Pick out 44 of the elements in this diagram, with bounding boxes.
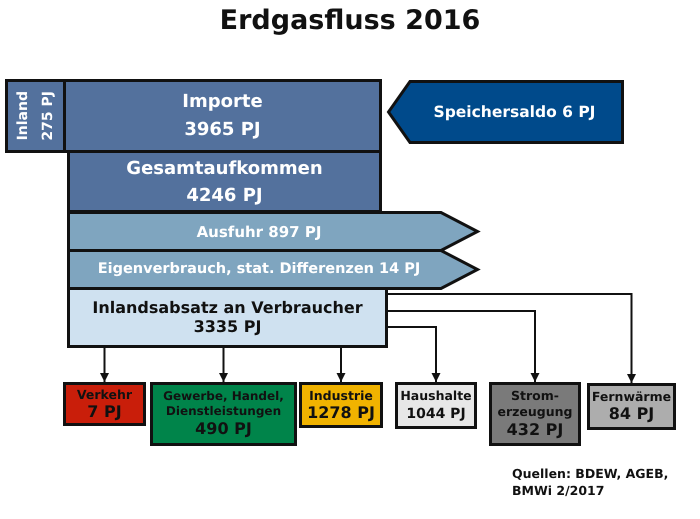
- flow-box: [63, 79, 382, 153]
- arrow: [219, 348, 228, 382]
- category-label: Gesamtaufkommen: [126, 156, 323, 180]
- category-label: Strom- erzeugung: [496, 388, 574, 420]
- arrow: [388, 310, 540, 382]
- value-label: 3335 PJ: [194, 318, 262, 336]
- value-label: 7 PJ: [87, 402, 122, 422]
- arrow-banner: [387, 80, 624, 144]
- flow-box: [67, 287, 388, 348]
- value-label: 1278 PJ: [307, 402, 375, 422]
- value-label: 4246 PJ: [186, 184, 263, 208]
- category-label: Inlandsabsatz an Verbraucher: [92, 299, 363, 318]
- category-label: Fernwärme: [592, 388, 672, 404]
- category-label: Haushalte: [400, 388, 472, 405]
- arrow-banner: [67, 211, 479, 252]
- category-box: [299, 382, 383, 428]
- flow-label: Ausfuhr 897 PJ: [196, 222, 322, 240]
- category-label: Importe: [182, 90, 263, 114]
- value-label: 3965 PJ: [184, 118, 261, 142]
- category-box: [395, 382, 477, 429]
- value-label: 1044 PJ: [406, 404, 466, 423]
- flow-box: [67, 150, 382, 213]
- flow-box: [5, 79, 66, 153]
- category-label: Verkehr: [76, 386, 132, 402]
- category-box: [150, 382, 297, 446]
- category-box: [587, 383, 676, 430]
- arrow: [388, 293, 636, 383]
- arrow-banner: [67, 249, 479, 290]
- arrow: [388, 326, 440, 382]
- value-label: 432 PJ: [506, 420, 564, 440]
- diagram-title: Erdgasfluss 2016: [218, 5, 482, 36]
- arrow: [336, 348, 346, 382]
- arrow: [100, 348, 109, 382]
- flow-label: Eigenverbrauch, stat. Differenzen 14 PJ: [98, 260, 420, 278]
- source-note: Quellen: BDEW, AGEB, BMWi 2/2017: [512, 466, 670, 500]
- flow-label: Speichersaldo 6 PJ: [434, 102, 596, 122]
- value-label: 275 PJ: [40, 91, 56, 141]
- category-label: Inland: [14, 91, 32, 141]
- category-label: Gewerbe, Handel, Dienstleistungen: [162, 389, 285, 419]
- category-label: Industrie: [309, 388, 373, 403]
- category-box: [489, 382, 581, 446]
- value-label: 84 PJ: [608, 404, 654, 424]
- category-box: [63, 382, 146, 426]
- value-label: 490 PJ: [195, 419, 252, 439]
